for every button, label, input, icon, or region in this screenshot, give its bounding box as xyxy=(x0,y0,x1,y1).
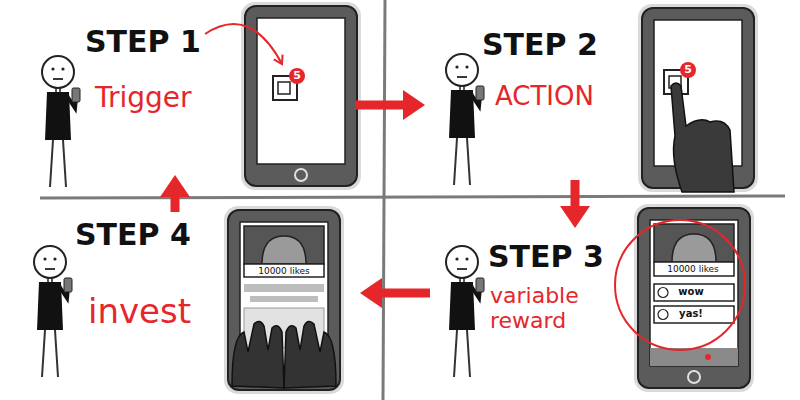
step-panel: STEP 1 Trigger xyxy=(30,10,355,175)
pointer-arrow xyxy=(205,24,282,64)
arrow-head xyxy=(160,175,190,197)
flow-arrow xyxy=(360,278,430,308)
step-name: invest xyxy=(88,292,191,331)
arrow-shaft xyxy=(171,195,180,212)
step-name: Trigger xyxy=(95,82,192,114)
step-name: variable reward xyxy=(490,283,620,334)
badge-number: 5 xyxy=(680,63,696,77)
step-heading: STEP 1 xyxy=(85,25,201,60)
arrow-head xyxy=(403,90,425,120)
step-heading: STEP 2 xyxy=(482,28,598,63)
arrow-shaft xyxy=(380,289,430,298)
flow-arrow xyxy=(160,175,190,212)
tablet xyxy=(224,206,344,394)
stick-figure xyxy=(42,56,80,187)
reaction-button: yas! xyxy=(666,307,716,320)
flow-arrow xyxy=(355,90,425,120)
divider-line xyxy=(383,0,385,400)
stick-figure xyxy=(34,246,72,377)
step-panel: STEP 3 variable reward xyxy=(430,228,770,393)
highlight-circle xyxy=(615,220,745,350)
reaction-button: wow xyxy=(666,285,716,298)
tablet xyxy=(638,4,758,192)
step-heading: STEP 3 xyxy=(488,240,604,275)
stick-figure xyxy=(446,54,484,185)
arrow-shaft xyxy=(571,180,580,208)
pointing-hand xyxy=(671,83,734,192)
arrow-shaft xyxy=(355,101,405,110)
tablet xyxy=(634,204,754,392)
flow-arrow xyxy=(560,180,590,228)
typing-hand xyxy=(284,321,336,388)
tablet xyxy=(241,2,361,190)
step-heading: STEP 4 xyxy=(75,218,191,253)
typing-hand xyxy=(232,321,284,388)
divider-line xyxy=(40,196,785,198)
badge-number: 5 xyxy=(289,69,305,83)
likes-count: 10000 likes xyxy=(656,263,730,275)
step-panel: STEP 4 invest xyxy=(30,212,360,395)
step-panel: STEP 2 ACTION xyxy=(425,10,765,180)
likes-count: 10000 likes xyxy=(246,265,322,277)
stick-figure xyxy=(446,246,484,377)
pointer-arrow-head xyxy=(274,55,283,64)
arrow-head xyxy=(560,206,590,228)
arrow-head xyxy=(360,278,382,308)
step-name: ACTION xyxy=(495,82,594,112)
